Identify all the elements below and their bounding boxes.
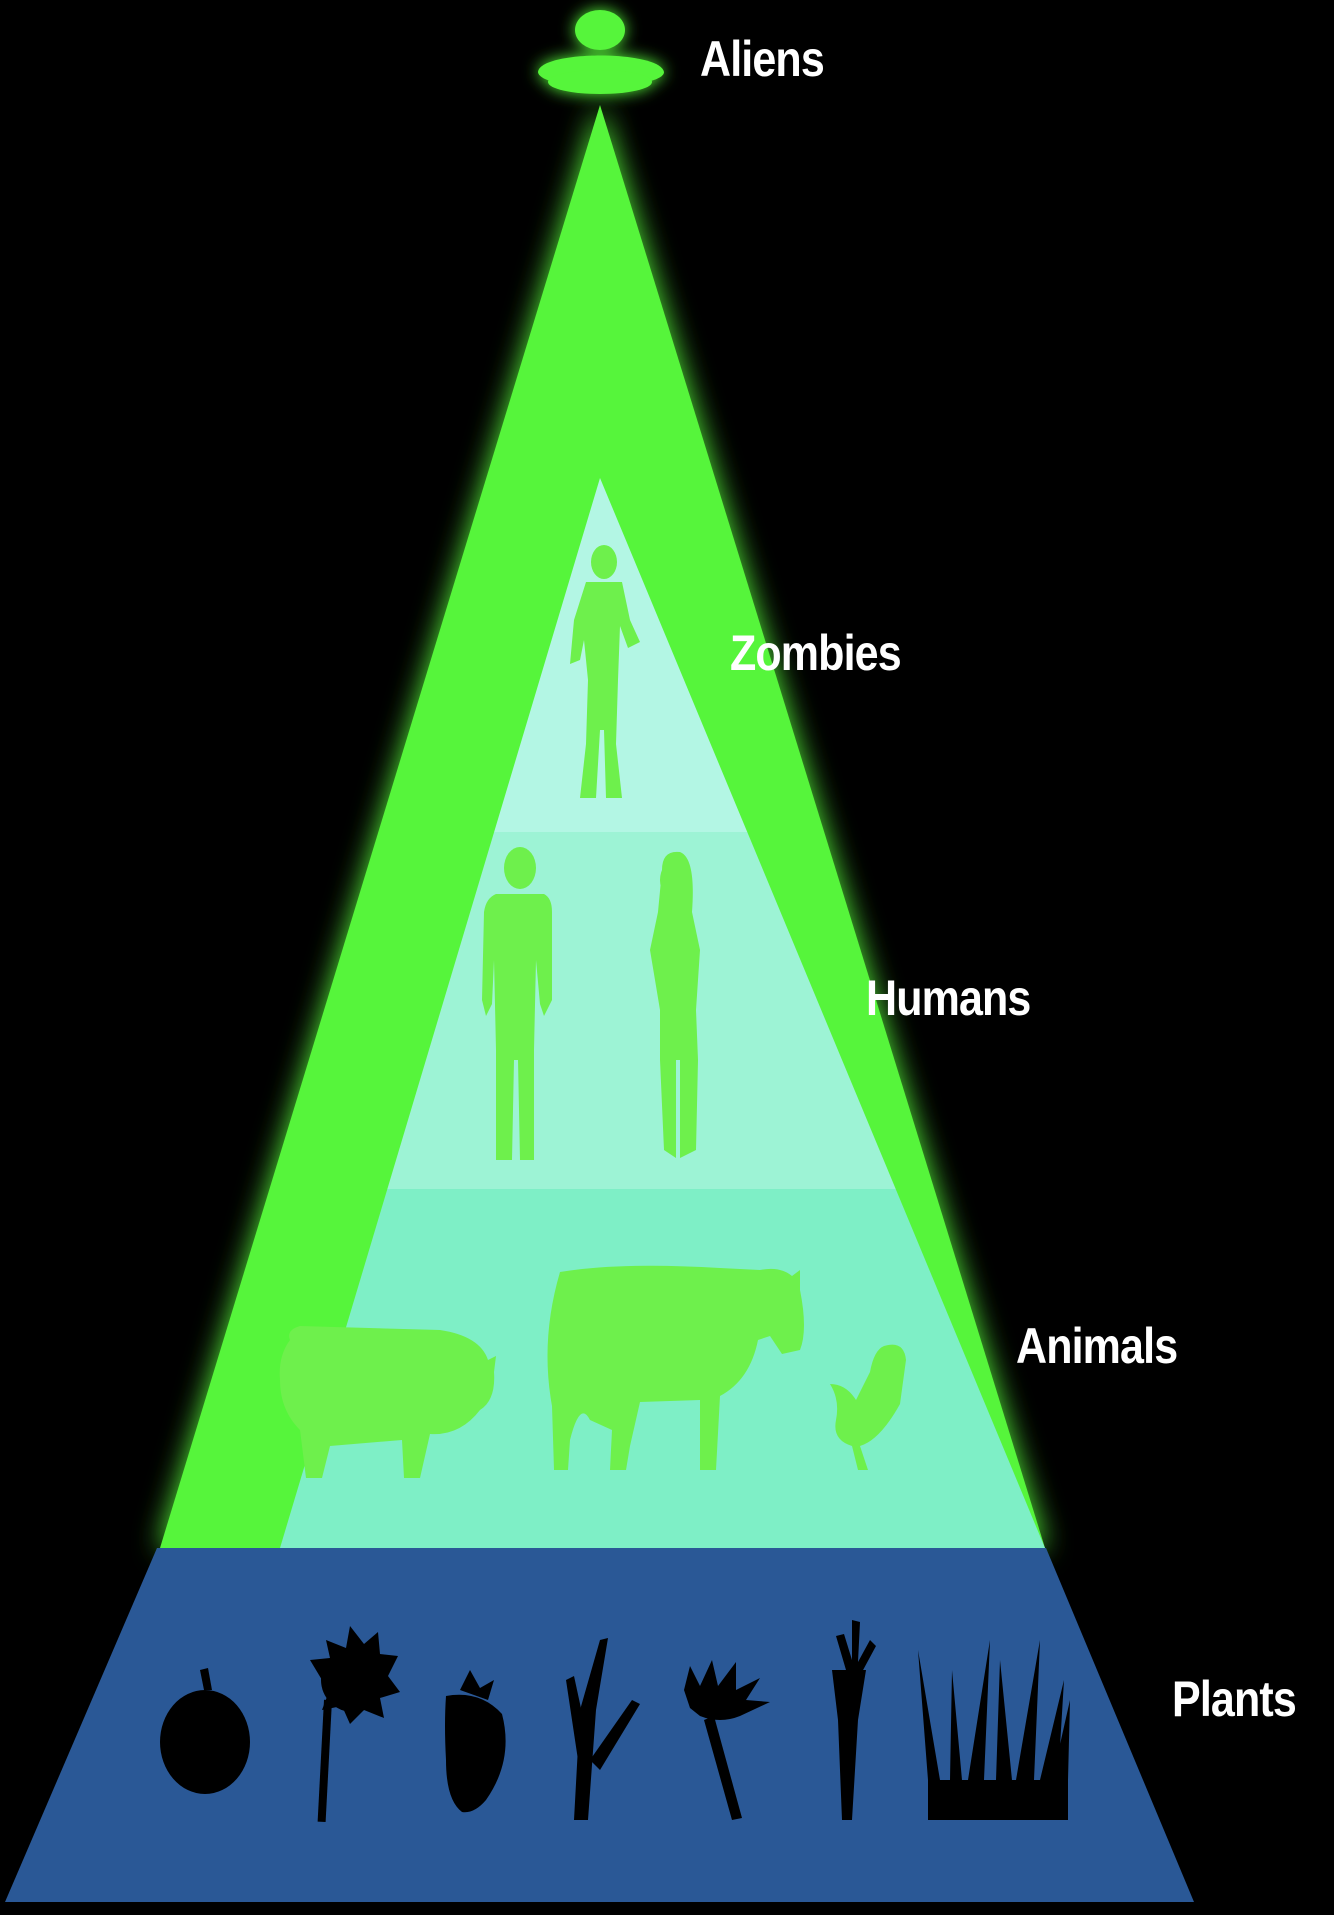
label-humans: Humans xyxy=(866,973,1030,1023)
label-zombies: Zombies xyxy=(730,628,901,678)
label-plants: Plants xyxy=(1172,1674,1296,1724)
label-aliens: Aliens xyxy=(700,34,824,84)
label-animals: Animals xyxy=(1016,1321,1177,1371)
ufo-icon xyxy=(538,10,664,94)
